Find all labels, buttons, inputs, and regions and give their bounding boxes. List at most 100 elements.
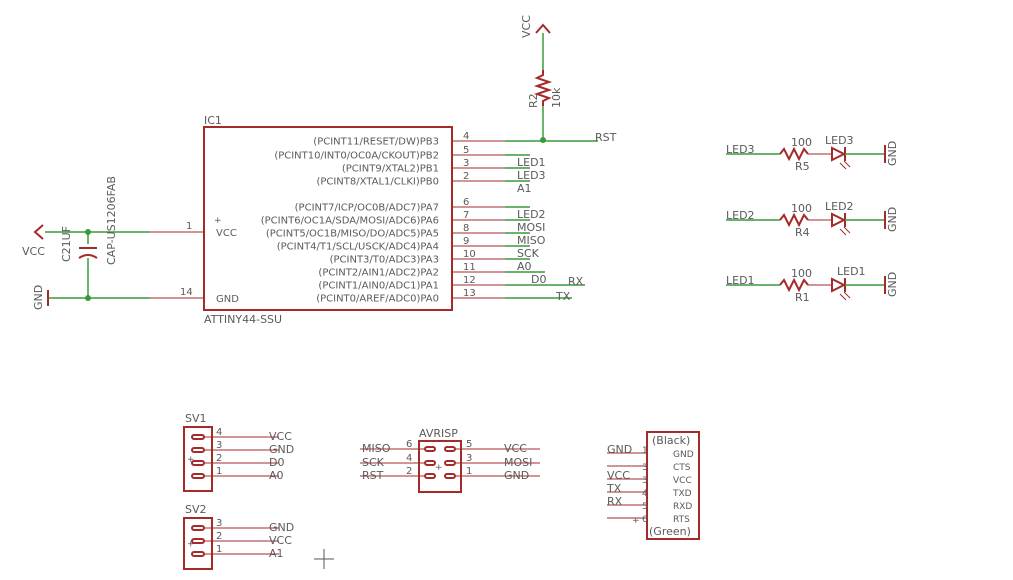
net-label: RX — [568, 275, 584, 288]
ic1-gnd-label: GND — [216, 294, 239, 305]
header-net: A1 — [269, 547, 284, 560]
header-pin-icon — [191, 473, 205, 479]
vcc-arrow-icon — [33, 224, 44, 240]
ic1-pin-name: (PCINT10/INT0/OC0A/CKOUT)PB2 — [274, 151, 439, 162]
led-section: LED3100R5LED3GNDLED2100R4LED2GNDLED1100R… — [726, 134, 899, 304]
ic1-pin-name: (PCINT2/AIN1/ADC2)PA2 — [318, 268, 439, 279]
ic1-pin-num: 6 — [463, 197, 469, 208]
ic1-pin-num: 12 — [463, 275, 476, 286]
vcc-top-arrow-icon — [535, 23, 551, 34]
ic1-pin-num: 13 — [463, 288, 476, 299]
net-label: LED1 — [517, 156, 546, 169]
ftdi-pin-name: VCC — [673, 476, 692, 486]
ic1-pin-num: 5 — [463, 145, 469, 156]
ic1-pin-num: 4 — [463, 131, 469, 142]
avrisp-net: SCK — [362, 456, 385, 469]
ic1-pin-num: 2 — [463, 171, 469, 182]
header-body — [183, 517, 213, 570]
avrisp-pin-num: 1 — [466, 466, 472, 477]
ic1-pin-name: (PCINT8/XTAL1/CLKI)PB0 — [316, 177, 439, 188]
header-pin-icon — [191, 551, 205, 557]
avrisp-body — [418, 440, 462, 493]
ic1-pin-name: (PCINT5/OC1B/MISO/DO/ADC5)PA5 — [266, 229, 439, 240]
header-net: VCC — [269, 534, 292, 547]
led-net-label: LED2 — [726, 209, 755, 222]
ic1[interactable]: IC1 ATTINY44-SSU VCC GND + 1 14 (PCINT11… — [150, 114, 617, 326]
avrisp-plus-mark: + — [435, 463, 443, 473]
avrisp-pin-num: 5 — [466, 439, 472, 450]
avrisp-pin-num: 4 — [406, 453, 412, 464]
ic1-pin-name: (PCINT1/AIN0/ADC1)PA1 — [318, 281, 439, 292]
header-pin-icon — [191, 447, 205, 453]
avrisp-ref: AVRISP — [419, 427, 458, 440]
crosshair-cursor-icon — [314, 549, 334, 569]
ftdi-pin-num: 3 — [642, 476, 648, 486]
ic1-pin-name: (PCINT4/T1/SCL/USCK/ADC4)PA4 — [277, 242, 439, 253]
net-label: MISO — [517, 234, 546, 247]
avrisp-pin-icon — [444, 460, 456, 466]
avrisp-net: VCC — [504, 442, 527, 455]
avrisp-net: MOSI — [504, 456, 532, 469]
net-label: MOSI — [517, 221, 545, 234]
ftdi-body — [646, 431, 700, 540]
led-gnd-label: GND — [886, 272, 899, 297]
avrisp-pin-num: 6 — [406, 439, 412, 450]
led-net-label: LED1 — [726, 274, 755, 287]
net-label: A0 — [517, 260, 532, 273]
header-body — [183, 426, 213, 492]
net-label: D0 — [531, 273, 546, 286]
c2-package: CAP-US1206FAB — [105, 176, 118, 265]
r2[interactable]: VCC R2 10k — [520, 15, 563, 143]
header-plus-mark: + — [187, 540, 195, 550]
light-arrow-icon — [839, 228, 847, 236]
ftdi-pin-num: 6 — [642, 515, 648, 525]
avrisp-pin-icon — [424, 473, 436, 479]
diode-icon — [831, 277, 847, 293]
resistor-ref: R5 — [795, 160, 810, 173]
ic1-pin-name: (PCINT7/ICP/OC0B/ADC7)PA7 — [295, 203, 439, 214]
header-pin-num: 3 — [216, 440, 222, 451]
header-net: GND — [269, 521, 294, 534]
led-net-label: LED3 — [726, 143, 755, 156]
ic1-pin-num: 8 — [463, 223, 469, 234]
led-ref: LED1 — [837, 265, 866, 278]
ic1-pin-name: (PCINT3/T0/ADC3)PA3 — [330, 255, 439, 266]
avrisp-pin-num: 2 — [406, 466, 412, 477]
diode-icon — [831, 212, 847, 228]
light-arrow-icon — [843, 226, 851, 234]
vcc-top-label: VCC — [520, 15, 533, 38]
light-arrow-icon — [843, 291, 851, 299]
avrisp-pin-icon — [424, 460, 436, 466]
r2-value: 10k — [550, 87, 563, 108]
header-net: GND — [269, 443, 294, 456]
ic1-pin-num: 10 — [463, 249, 476, 260]
header-net: A0 — [269, 469, 284, 482]
ftdi-net: RX — [607, 495, 623, 508]
resistor-zigzag — [779, 212, 809, 228]
resistor-value: 100 — [791, 267, 812, 280]
net-label: LED2 — [517, 208, 546, 221]
ic1-pin-name: (PCINT0/AREF/ADC0)PA0 — [316, 294, 439, 305]
header-pin-icon — [191, 434, 205, 440]
ftdi-pin-num: 4 — [642, 489, 648, 499]
led-ref: LED2 — [825, 200, 854, 213]
ftdi-net: GND — [607, 443, 632, 456]
header-pin-num: 3 — [216, 518, 222, 529]
left-power: VCC GND C21UF CAP-US1206FAB — [22, 176, 150, 310]
ftdi-pin-num: 1 — [642, 446, 648, 456]
ic1-body — [203, 126, 453, 311]
light-arrow-icon — [843, 160, 851, 168]
resistor-ref: R4 — [795, 226, 810, 239]
avrisp-net: GND — [504, 469, 529, 482]
ic1-part: ATTINY44-SSU — [204, 313, 282, 326]
junction-vcc — [85, 229, 91, 235]
ftdi-top-label: (Black) — [652, 434, 690, 447]
ftdi-pin-name: RXD — [673, 502, 692, 512]
led-ref: LED3 — [825, 134, 854, 147]
